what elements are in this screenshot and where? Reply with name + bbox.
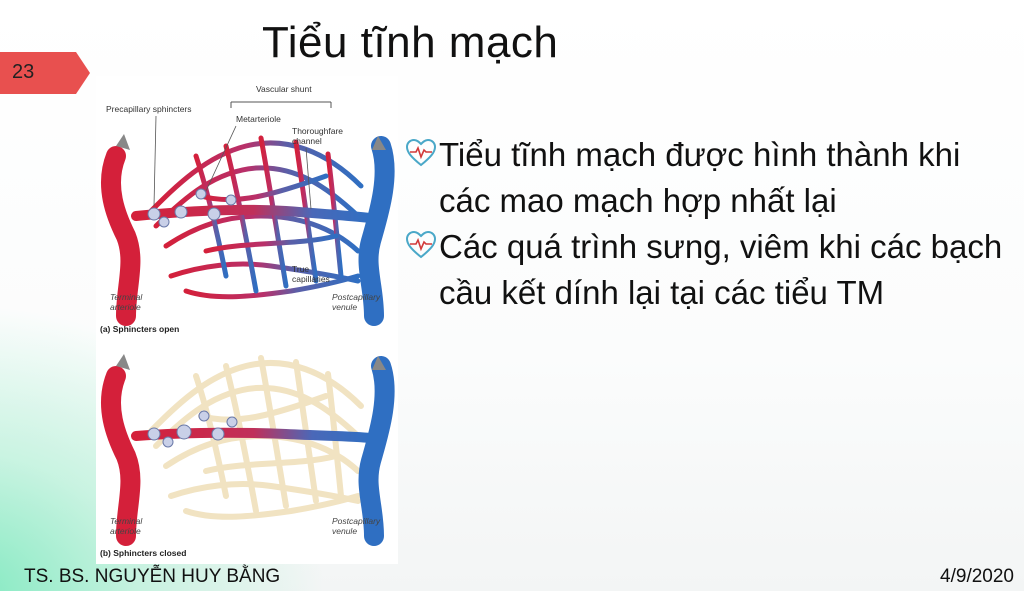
capillary-diagram: Vascular shunt Precapillary sphincters M…: [100, 84, 395, 558]
label-thoroughfare-1: Thoroughfare: [292, 126, 343, 136]
label-thoroughfare-2: channel: [292, 136, 322, 146]
label-terminal-arteriole-a-2: arteriole: [110, 302, 141, 312]
caption-sphincters-closed: (b) Sphincters closed: [100, 548, 186, 558]
heart-pulse-icon: [405, 230, 437, 259]
heart-pulse-icon: [405, 138, 437, 167]
label-true-capillaries-2: capillaries: [292, 274, 330, 284]
label-postcapillary-venule-b-2: venule: [332, 526, 357, 536]
caption-sphincters-open: (a) Sphincters open: [100, 324, 179, 334]
label-postcapillary-venule-a-1: Postcapillary: [332, 292, 381, 302]
label-terminal-arteriole-b-1: Terminal: [110, 516, 143, 526]
panel-open: Vascular shunt Precapillary sphincters M…: [100, 84, 395, 334]
panel-closed: Terminal arteriole Postcapillary venule …: [100, 354, 395, 558]
label-precapillary-sphincters: Precapillary sphincters: [106, 104, 192, 114]
label-postcapillary-venule-b-1: Postcapillary: [332, 516, 381, 526]
label-vascular-shunt: Vascular shunt: [256, 84, 312, 94]
footer-date: 4/9/2020: [940, 566, 1014, 587]
bullet-text: Tiểu tĩnh mạch được hình thành khi các m…: [439, 136, 961, 219]
label-postcapillary-venule-a-2: venule: [332, 302, 357, 312]
bullet-item: Tiểu tĩnh mạch được hình thành khi các m…: [405, 132, 1005, 224]
slide-title: Tiểu tĩnh mạch: [262, 18, 559, 67]
footer-author: TS. BS. NGUYỄN HUY BẰNG: [24, 566, 281, 587]
capillary-bed-figure: Vascular shunt Precapillary sphincters M…: [96, 76, 398, 564]
label-true-capillaries-1: True: [292, 264, 309, 274]
slide-number-badge: 23: [0, 52, 90, 94]
bullet-list: Tiểu tĩnh mạch được hình thành khi các m…: [405, 132, 1005, 316]
label-terminal-arteriole-b-2: arteriole: [110, 526, 141, 536]
label-terminal-arteriole-a-1: Terminal: [110, 292, 143, 302]
slide-number: 23: [12, 61, 35, 83]
bullet-text: Các quá trình sưng, viêm khi các bạch cầ…: [439, 228, 1003, 311]
bullet-item: Các quá trình sưng, viêm khi các bạch cầ…: [405, 224, 1005, 316]
label-metarteriole: Metarteriole: [236, 114, 281, 124]
